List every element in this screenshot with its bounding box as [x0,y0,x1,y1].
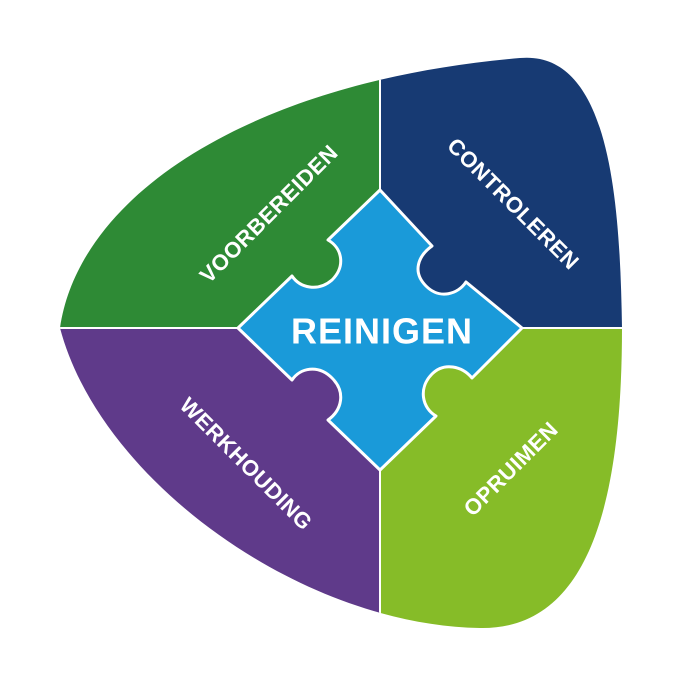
center-puzzle-piece [236,188,524,472]
segment-controleren [380,57,622,328]
label-center-reinigen: REINIGEN [291,311,473,352]
segment-werkhouding [60,328,380,629]
